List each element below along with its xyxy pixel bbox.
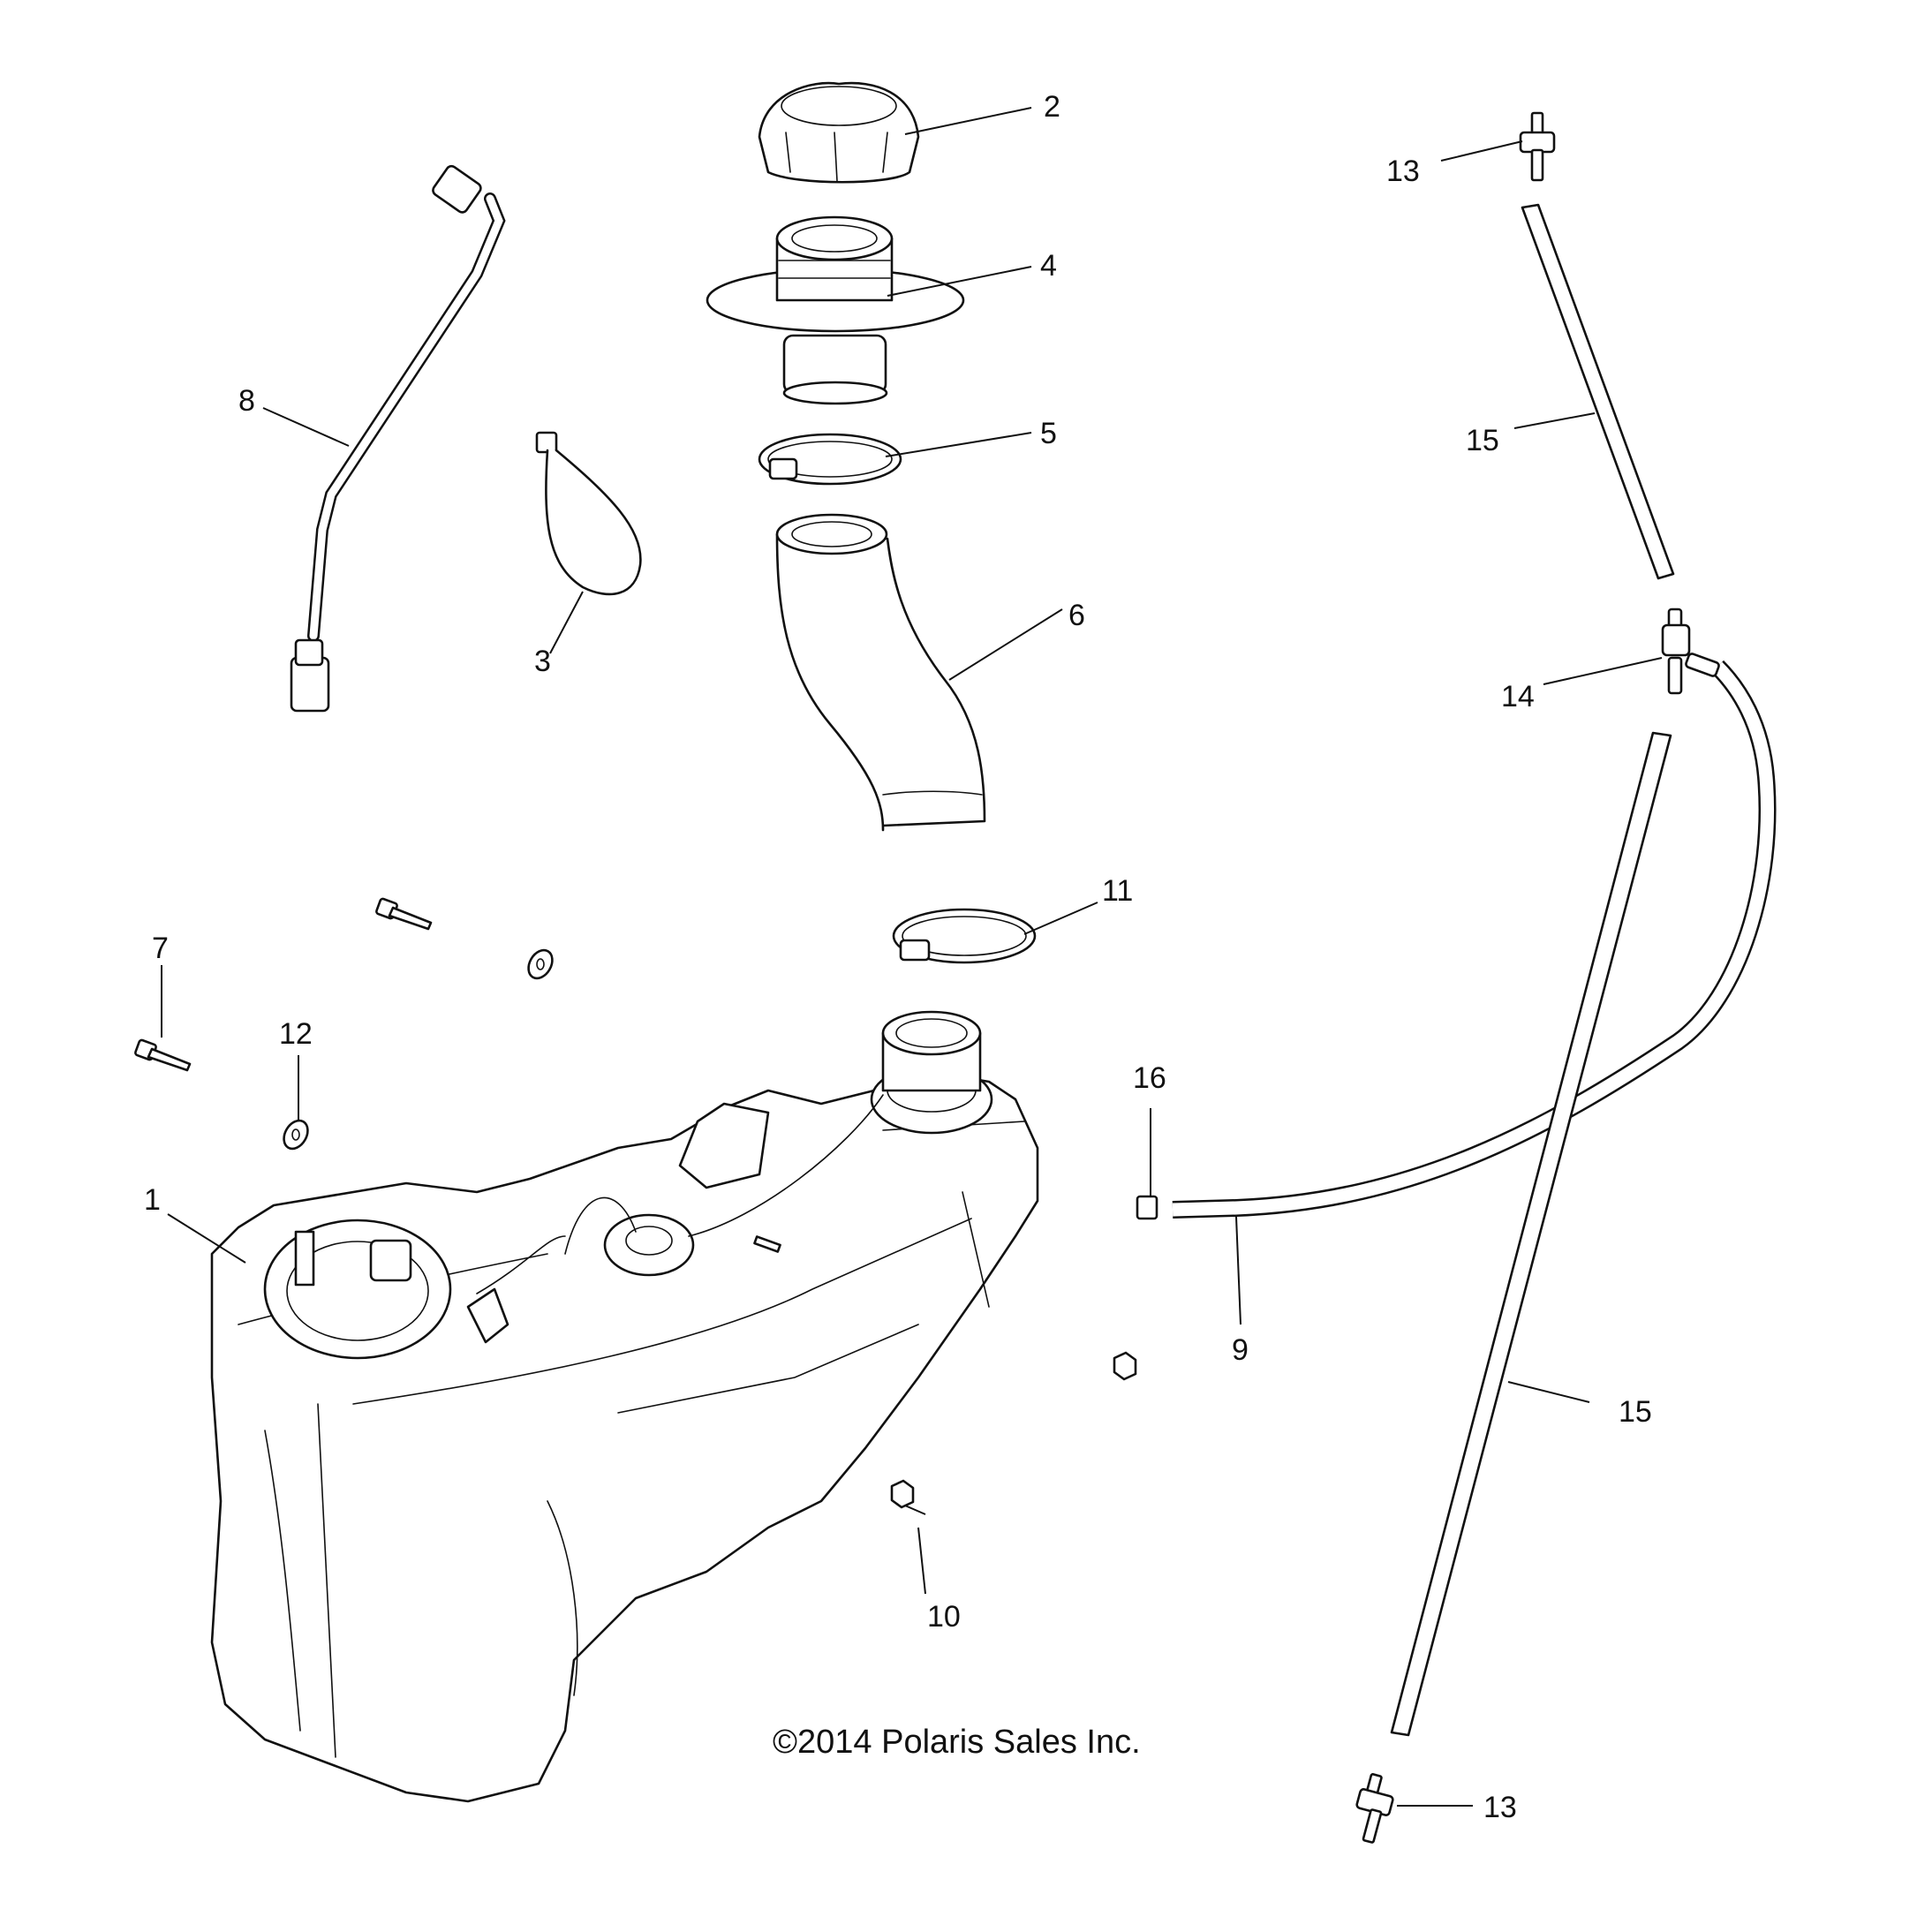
callout-6: 6 [1068,599,1085,632]
part-cable-tie [535,431,642,596]
part-filler-hose [775,513,986,832]
callout-5: 5 [1040,417,1057,450]
callout-2: 2 [1044,90,1060,124]
callout-15-top: 15 [1466,424,1499,457]
part-hose-clamp-lower [892,908,1037,964]
callout-7: 7 [152,932,169,965]
part-hose-clamp-upper [758,433,902,486]
part-vent-hose [1172,660,1777,1219]
part-fuel-tank [210,1010,1039,1803]
callout-3: 3 [534,645,551,678]
part-bolt [134,897,433,1072]
part-filler-neck [706,215,965,405]
part-washer [283,948,554,1151]
part-check-valve-bottom [1355,1773,1394,1844]
callout-1: 1 [144,1183,161,1217]
part-check-valve-top [1519,111,1556,182]
callout-16: 16 [1133,1061,1166,1095]
part-y-connector [1661,608,1720,695]
leader-lines [161,107,1663,1807]
callout-8: 8 [238,384,255,418]
callout-12: 12 [279,1017,313,1051]
copyright-notice: ©2014 Polaris Sales Inc. [773,1724,1141,1761]
part-vent-tube-upper [1521,203,1675,580]
callout-4: 4 [1040,249,1057,283]
callout-11: 11 [1102,874,1133,908]
callout-15-bottom: 15 [1619,1395,1652,1429]
callout-13-top: 13 [1386,155,1420,188]
part-fuel-cap [758,81,920,184]
callout-13-bottom: 13 [1483,1791,1517,1824]
callout-10: 10 [927,1600,961,1634]
part-vent-cap [1136,1195,1158,1220]
callout-14: 14 [1501,680,1535,713]
callout-9: 9 [1232,1333,1249,1367]
part-vent-tube-lower [1390,731,1672,1737]
part-fuel-line [290,164,506,713]
callout-labels: 1 2 3 4 5 6 7 8 9 10 11 12 13 13 14 15 1… [144,90,1652,1824]
part-nut [890,1351,1137,1509]
